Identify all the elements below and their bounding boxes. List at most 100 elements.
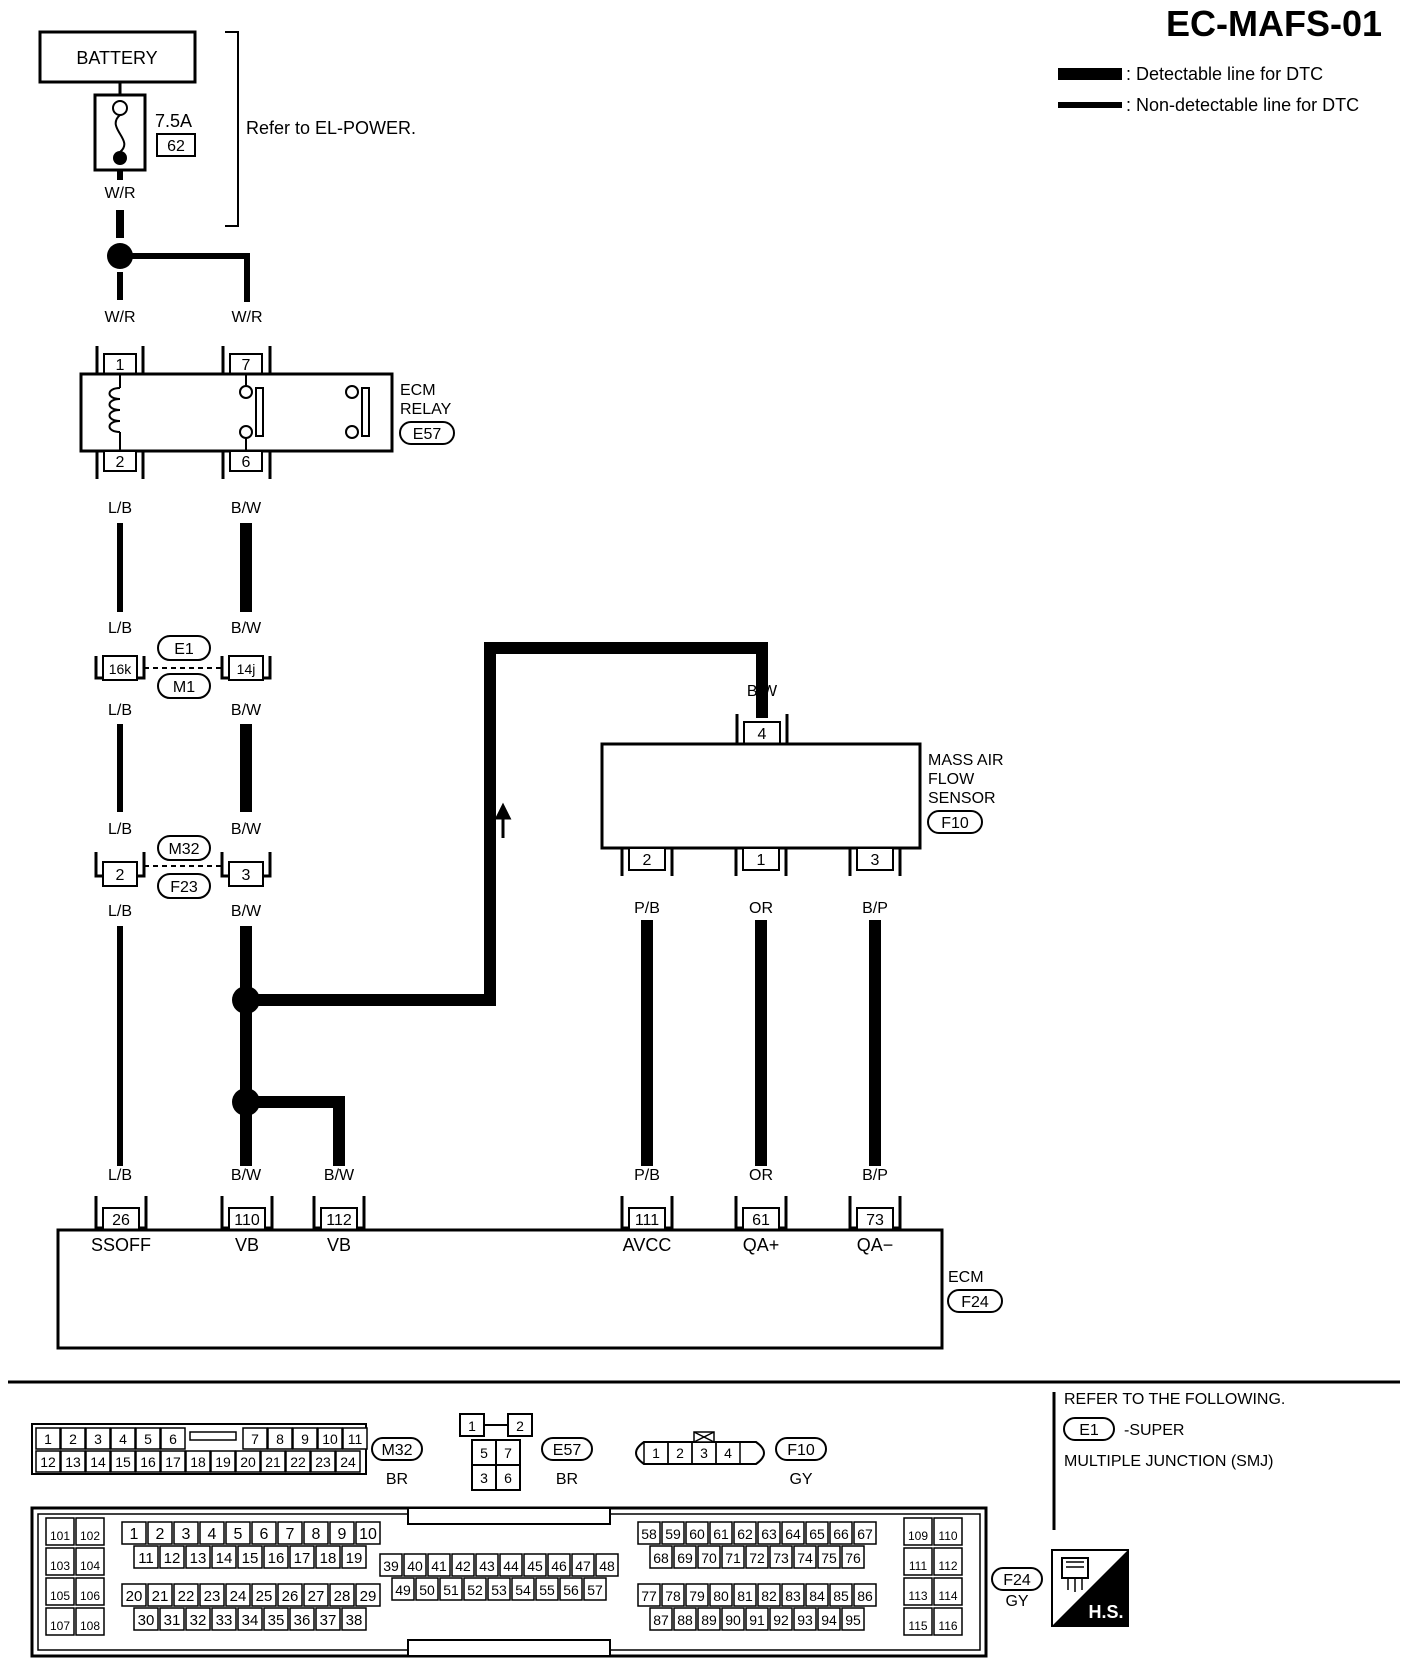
maf-pin-2: 2 — [643, 852, 652, 869]
svg-text:19: 19 — [346, 1550, 363, 1567]
pin-cavity-m32: 20 — [235, 1450, 261, 1473]
svg-text:40: 40 — [407, 1558, 423, 1574]
pin-cavity-f24: 73 — [769, 1545, 793, 1569]
pin-cavity-f24: 68 — [649, 1545, 673, 1569]
ecm-pin-26: 26 — [112, 1212, 130, 1229]
svg-text:112: 112 — [938, 1559, 957, 1573]
ecm-connector-code: F24 — [961, 1294, 989, 1311]
ecm-terminal-ssoff: SSOFF — [91, 1235, 151, 1255]
refer-el-power: Refer to EL-POWER. — [246, 118, 416, 138]
m32-code: M32 — [381, 1442, 412, 1459]
junction-e1-m1 — [94, 635, 272, 699]
refer-line-1: REFER TO THE FOLLOWING. — [1064, 1391, 1285, 1408]
wire-label-bw-1: B/W — [231, 500, 262, 517]
pin-cavity-f24: 49 — [391, 1577, 415, 1601]
pin-cavity-f24: 47 — [571, 1553, 595, 1577]
svg-text:25: 25 — [256, 1588, 273, 1605]
wire-label-wr-fuse: W/R — [104, 185, 135, 202]
svg-text:115: 115 — [908, 1619, 927, 1633]
wire-label-lb-1: L/B — [108, 500, 132, 517]
svg-text:20: 20 — [126, 1588, 143, 1605]
pin-cavity-f24: 87 — [649, 1607, 673, 1631]
pin-cavity-m32: 22 — [285, 1450, 311, 1473]
svg-text:80: 80 — [713, 1588, 729, 1604]
pin-cavity-f24: 27 — [303, 1583, 329, 1607]
svg-text:35: 35 — [268, 1612, 285, 1629]
pin-cavity-m32: 7 — [242, 1427, 268, 1450]
pin-cavity-m32: 23 — [310, 1450, 336, 1473]
f10-pin-2: 2 — [676, 1445, 684, 1461]
wire-label-bw-5: B/W — [231, 903, 262, 920]
svg-text:38: 38 — [346, 1612, 363, 1629]
svg-text:81: 81 — [737, 1588, 753, 1604]
pin-cavity-f24: 78 — [661, 1583, 685, 1607]
pin-cavity-f24: 88 — [673, 1607, 697, 1631]
pin-cavity-f24: 9 — [329, 1521, 355, 1545]
svg-text:16: 16 — [140, 1454, 156, 1470]
svg-text:59: 59 — [665, 1526, 681, 1542]
pin-cavity-f24: 67 — [853, 1521, 877, 1545]
svg-text:3: 3 — [94, 1431, 102, 1447]
pin-cavity-f24: 11 — [133, 1545, 159, 1569]
pin-cavity-f24: 114 — [933, 1577, 963, 1606]
svg-text:5: 5 — [234, 1526, 243, 1543]
svg-text:94: 94 — [821, 1612, 837, 1628]
pin-cavity-m32: 5 — [135, 1427, 161, 1450]
wire-label-bw-ecm-1: B/W — [231, 1167, 262, 1184]
svg-text:111: 111 — [909, 1559, 928, 1573]
svg-text:89: 89 — [701, 1612, 717, 1628]
pin-cavity-f24: 59 — [661, 1521, 685, 1545]
svg-text:49: 49 — [395, 1582, 411, 1598]
svg-text:87: 87 — [653, 1612, 669, 1628]
svg-text:17: 17 — [294, 1550, 311, 1567]
fuse-number: 62 — [167, 138, 185, 155]
svg-text:9: 9 — [338, 1526, 347, 1543]
svg-text:11: 11 — [348, 1431, 363, 1447]
pin-cavity-f24: 81 — [733, 1583, 757, 1607]
svg-text:13: 13 — [65, 1454, 81, 1470]
junction1-code-b: M1 — [173, 679, 195, 696]
pin-cavity-f24: 57 — [583, 1577, 607, 1601]
pin-cavity-f24: 106 — [75, 1577, 105, 1606]
svg-text:73: 73 — [773, 1550, 789, 1566]
f24-code: F24 — [1003, 1572, 1031, 1589]
pin-cavity-f24: 95 — [841, 1607, 865, 1631]
svg-text:67: 67 — [857, 1526, 873, 1542]
svg-text:16: 16 — [268, 1550, 285, 1567]
wire-label-wr-7: W/R — [231, 309, 262, 326]
legend-non-detectable-text: : Non-detectable line for DTC — [1126, 95, 1359, 115]
pin-cavity-f24: 21 — [147, 1583, 173, 1607]
ecm-pin-73: 73 — [866, 1212, 884, 1229]
svg-text:45: 45 — [527, 1558, 543, 1574]
e57-pin-7: 7 — [504, 1445, 512, 1461]
junction1-code-a: E1 — [174, 641, 194, 658]
pin-cavity-f24: 38 — [341, 1607, 367, 1631]
svg-text:12: 12 — [40, 1454, 56, 1470]
svg-text:12: 12 — [164, 1550, 181, 1567]
svg-text:64: 64 — [785, 1526, 801, 1542]
svg-text:22: 22 — [178, 1588, 195, 1605]
svg-text:105: 105 — [50, 1589, 70, 1603]
pin-cavity-f24: 13 — [185, 1545, 211, 1569]
pin-cavity-f24: 102 — [75, 1517, 105, 1546]
pin-cavity-f24: 116 — [933, 1607, 963, 1636]
svg-text:26: 26 — [282, 1588, 299, 1605]
svg-text:42: 42 — [455, 1558, 471, 1574]
wire-label-lb-3: L/B — [108, 702, 132, 719]
maf-name-2: FLOW — [928, 771, 975, 788]
svg-text:34: 34 — [242, 1612, 259, 1629]
svg-text:2: 2 — [69, 1431, 77, 1447]
pin-cavity-m32: 2 — [60, 1427, 86, 1450]
junction2-pin-right: 3 — [242, 867, 251, 884]
pin-cavity-f24: 71 — [721, 1545, 745, 1569]
svg-text:30: 30 — [138, 1612, 155, 1629]
svg-text:37: 37 — [320, 1612, 337, 1629]
svg-text:24: 24 — [230, 1588, 247, 1605]
pin-cavity-f24: 34 — [237, 1607, 263, 1631]
pin-cavity-f24: 93 — [793, 1607, 817, 1631]
svg-text:107: 107 — [50, 1619, 70, 1633]
ecm-wire-labels — [95, 1166, 900, 1184]
svg-text:11: 11 — [138, 1550, 154, 1567]
hs-badge: H.S. — [1051, 1549, 1129, 1627]
